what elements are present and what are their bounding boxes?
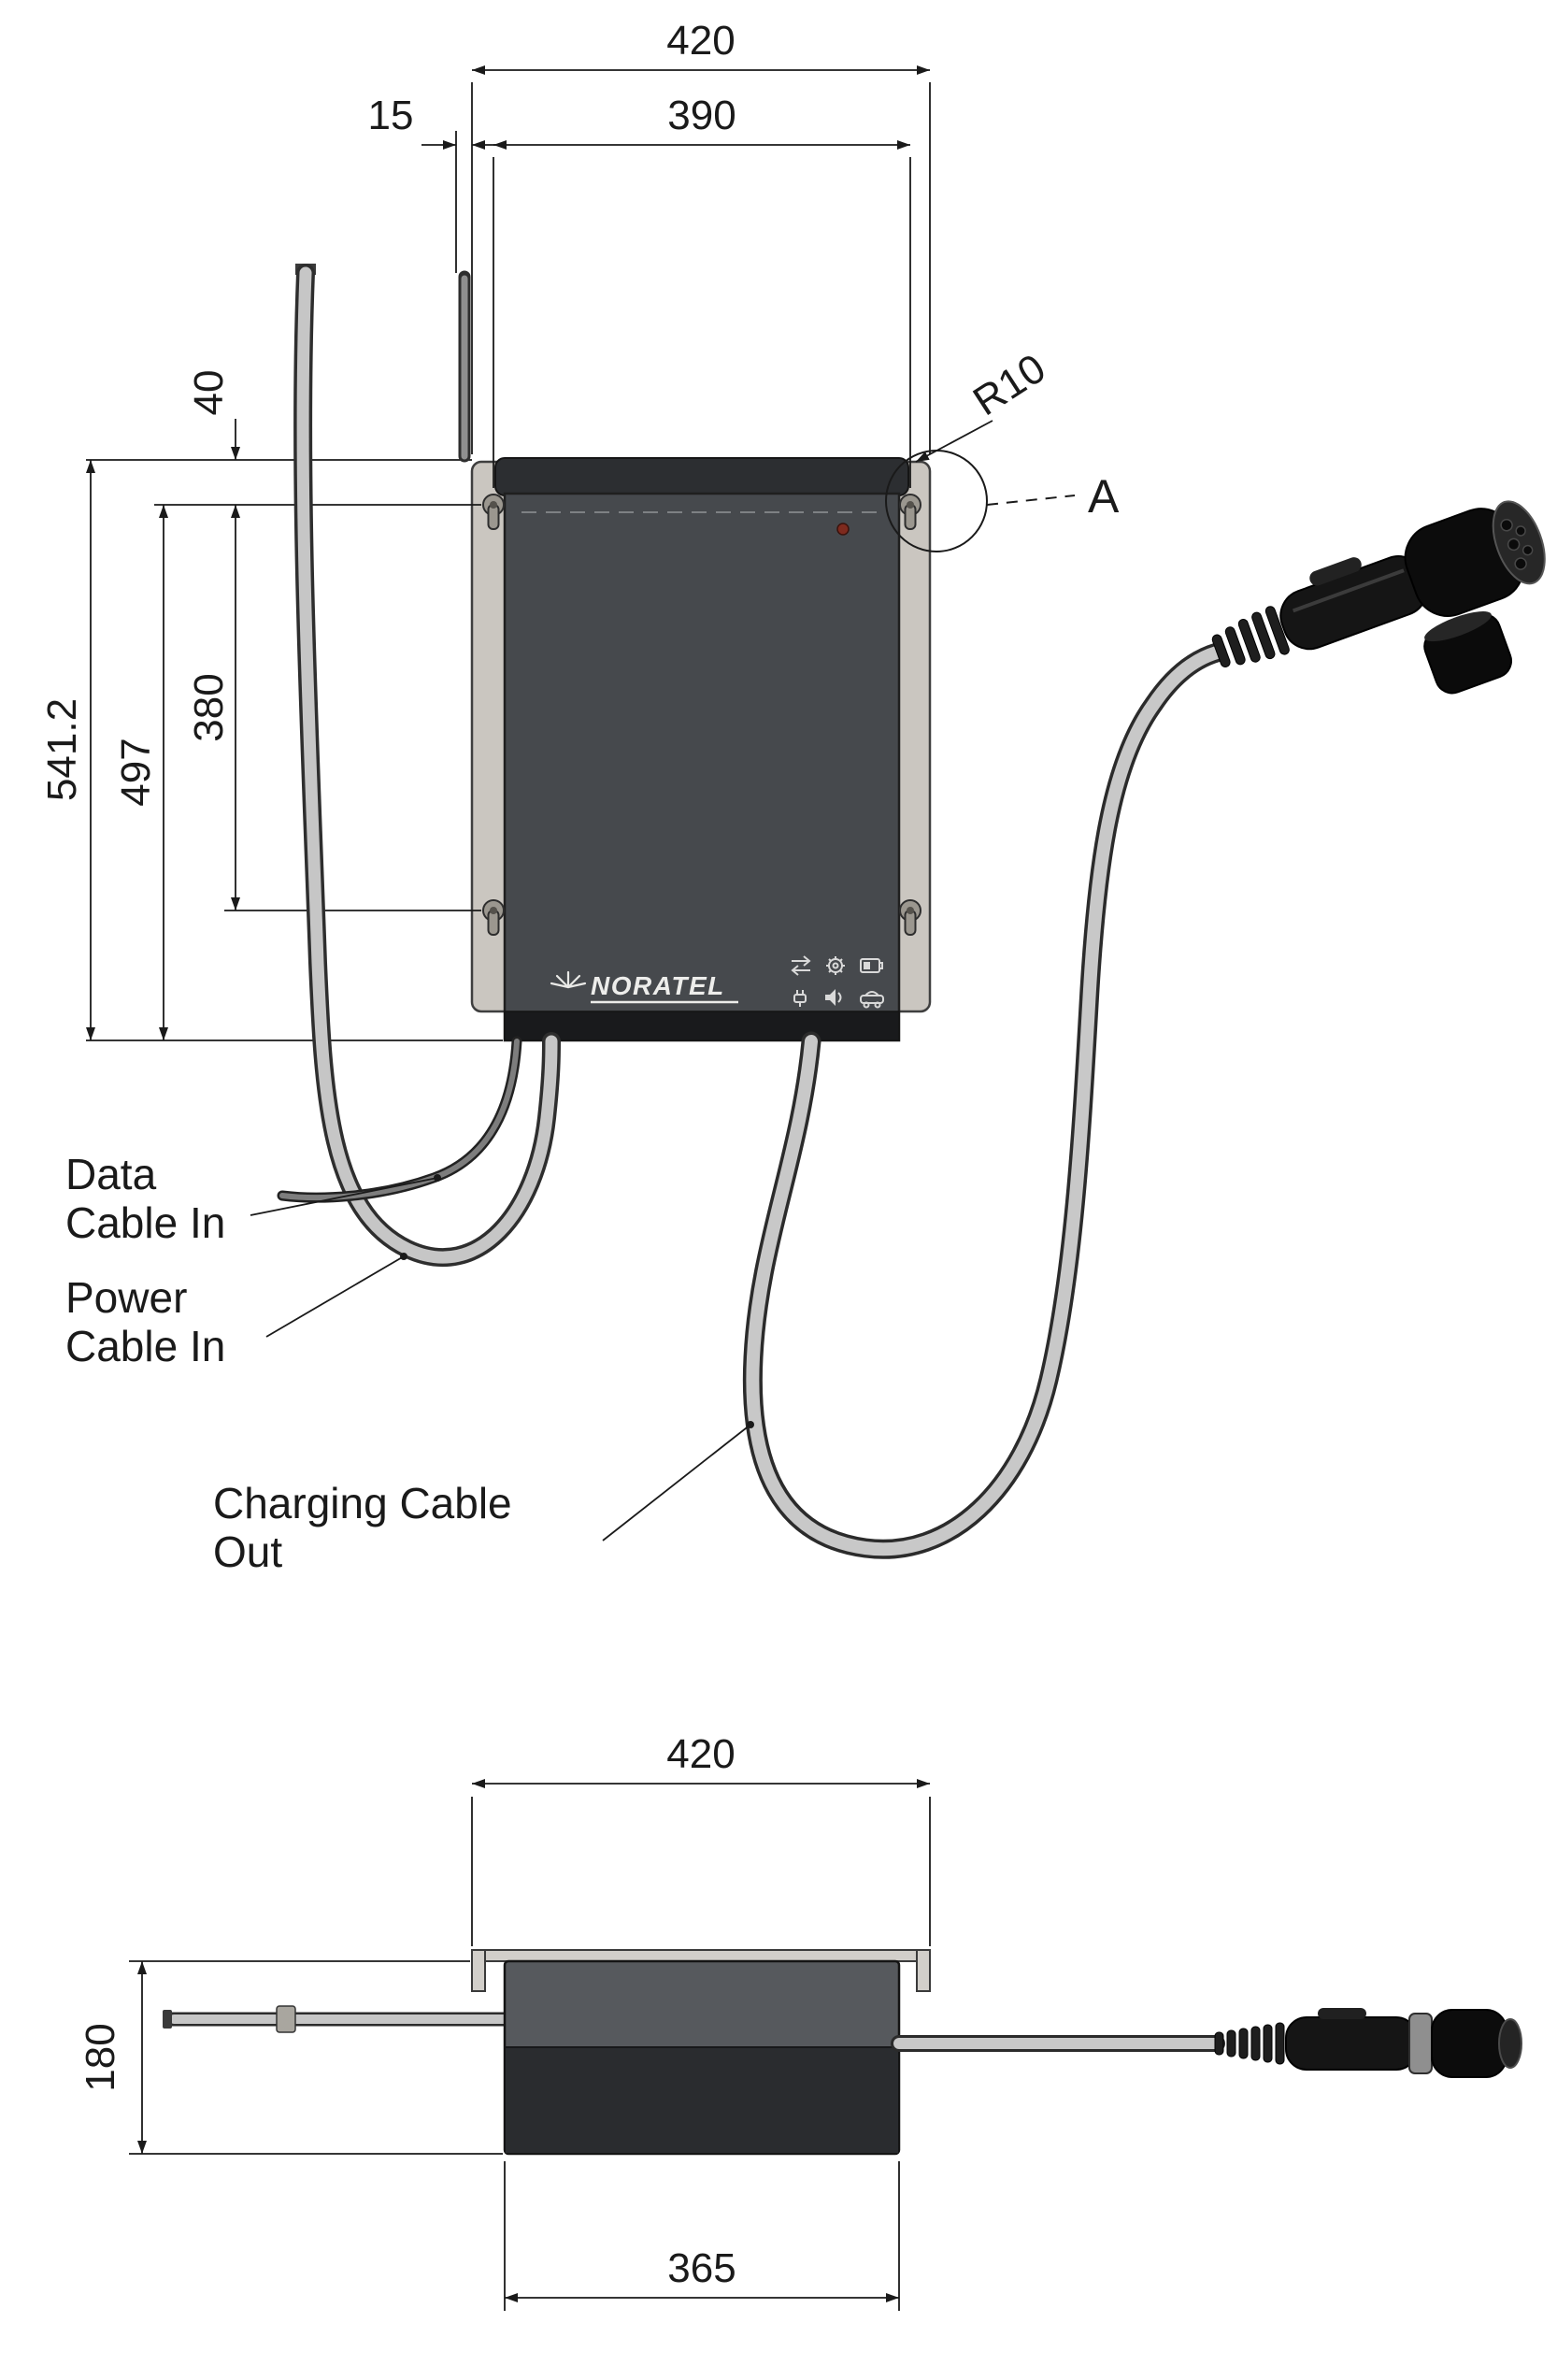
dim-bottom-total-width: 420 [471, 1731, 931, 1946]
charging-cable-label-line1: Charging Cable [213, 1479, 512, 1527]
callout-data-cable: Data Cable In [65, 1150, 441, 1247]
enclosure-top-view [503, 1959, 901, 2156]
mounting-plate-top [471, 1949, 931, 1962]
status-led [836, 523, 850, 536]
dim-value: 497 [113, 738, 159, 806]
ev-connector-side [1214, 2008, 1522, 2078]
charging-cable-label-line2: Out [213, 1527, 282, 1576]
connector-handle [1285, 2016, 1418, 2071]
cable-clamp [276, 2005, 296, 2033]
detail-dashed-leader [986, 495, 1076, 506]
label-icon-cluster [791, 955, 884, 1009]
mounting-slots [482, 494, 921, 936]
enclosure-lid [494, 457, 909, 496]
dim-front-top-offset: 40 [186, 370, 240, 460]
top-down-view: 420 [78, 1731, 1522, 2311]
power-cable [293, 264, 561, 1268]
ev-connector-front [1211, 500, 1546, 695]
dim-bottom-depth: 180 [78, 1960, 503, 2155]
dim-front-hole-to-bottom: 497 [113, 505, 168, 1040]
car-icon [860, 991, 884, 1009]
cable-end-cap [163, 2010, 172, 2029]
leader-line [250, 1177, 438, 1216]
connector-cap-top [1424, 611, 1492, 642]
power-cable-label-line2: Cable In [65, 1322, 225, 1370]
dim-value: 420 [666, 1731, 735, 1777]
dim-value: 390 [667, 93, 736, 138]
dim-front-hole-spacing-h: 390 [493, 93, 911, 488]
connector-pins [1500, 518, 1534, 570]
power-cable-top-view [163, 2005, 512, 2033]
enclosure-lower-half [506, 2047, 898, 2153]
sunburst-icon [550, 970, 587, 989]
dim-front-edge-offset: 15 [368, 93, 507, 273]
brand-logo: NORATEL [550, 970, 738, 1004]
keyhole-slot-bottom-right [899, 899, 921, 936]
cable-strain-relief [1211, 606, 1290, 668]
dim-value: 380 [186, 673, 232, 741]
plate-hook-right [916, 1949, 931, 1992]
connector-latch [1309, 557, 1362, 586]
callout-power-cable: Power Cable In [65, 1253, 407, 1370]
connector-tip [1498, 2018, 1522, 2069]
enclosure-bottom-band [504, 1011, 900, 1041]
gear-icon [826, 956, 845, 975]
dim-value: 420 [666, 18, 735, 64]
charging-cable [742, 642, 1227, 1559]
keyhole-slot-top-left [482, 494, 505, 530]
data-cable-label-line1: Data [65, 1150, 157, 1198]
connector-latch [1318, 2008, 1366, 2019]
leader-dot [400, 1253, 407, 1260]
callout-charging-cable: Charging Cable Out [213, 1421, 754, 1576]
connector-head [1431, 2009, 1507, 2078]
power-cable-label-line1: Power [65, 1273, 187, 1322]
front-view: NORATEL [39, 18, 1546, 1576]
enclosure-front [503, 492, 901, 1042]
leader-dot [747, 1421, 754, 1428]
connector-band [1408, 2013, 1433, 2074]
data-cable-label-line2: Cable In [65, 1198, 225, 1247]
dim-front-hole-spacing-v: 380 [186, 505, 240, 910]
dim-front-total-height: 541.2 [39, 460, 95, 1040]
leader-line [602, 1424, 751, 1541]
corner-radius-label: R10 [965, 345, 1053, 424]
dim-value: 541.2 [39, 698, 85, 801]
battery-icon [860, 958, 883, 973]
dim-bottom-body-width: 365 [504, 2161, 900, 2311]
dim-value: 365 [667, 2245, 736, 2291]
plug-icon [793, 990, 807, 1007]
dim-value: 180 [78, 2023, 123, 2091]
leader-line [265, 1255, 405, 1338]
detail-label: A [1088, 470, 1120, 523]
keyhole-slot-bottom-left [482, 899, 505, 936]
handle-highlight [1292, 568, 1405, 613]
dim-front-vertical-extensions [86, 459, 503, 1041]
dim-front-total-width: 420 [471, 18, 931, 454]
cable-strain-relief [1214, 2022, 1285, 2065]
r10-leader-arrow [915, 420, 993, 463]
dim-value: 40 [186, 370, 232, 416]
brand-text: NORATEL [591, 971, 725, 1000]
leader-dot [434, 1174, 441, 1182]
dim-value: 15 [368, 93, 414, 138]
plate-hook-left [471, 1949, 486, 1992]
speaker-icon [825, 989, 842, 1006]
keyhole-slot-top-right [899, 494, 921, 530]
transfer-arrows-icon [791, 955, 811, 976]
